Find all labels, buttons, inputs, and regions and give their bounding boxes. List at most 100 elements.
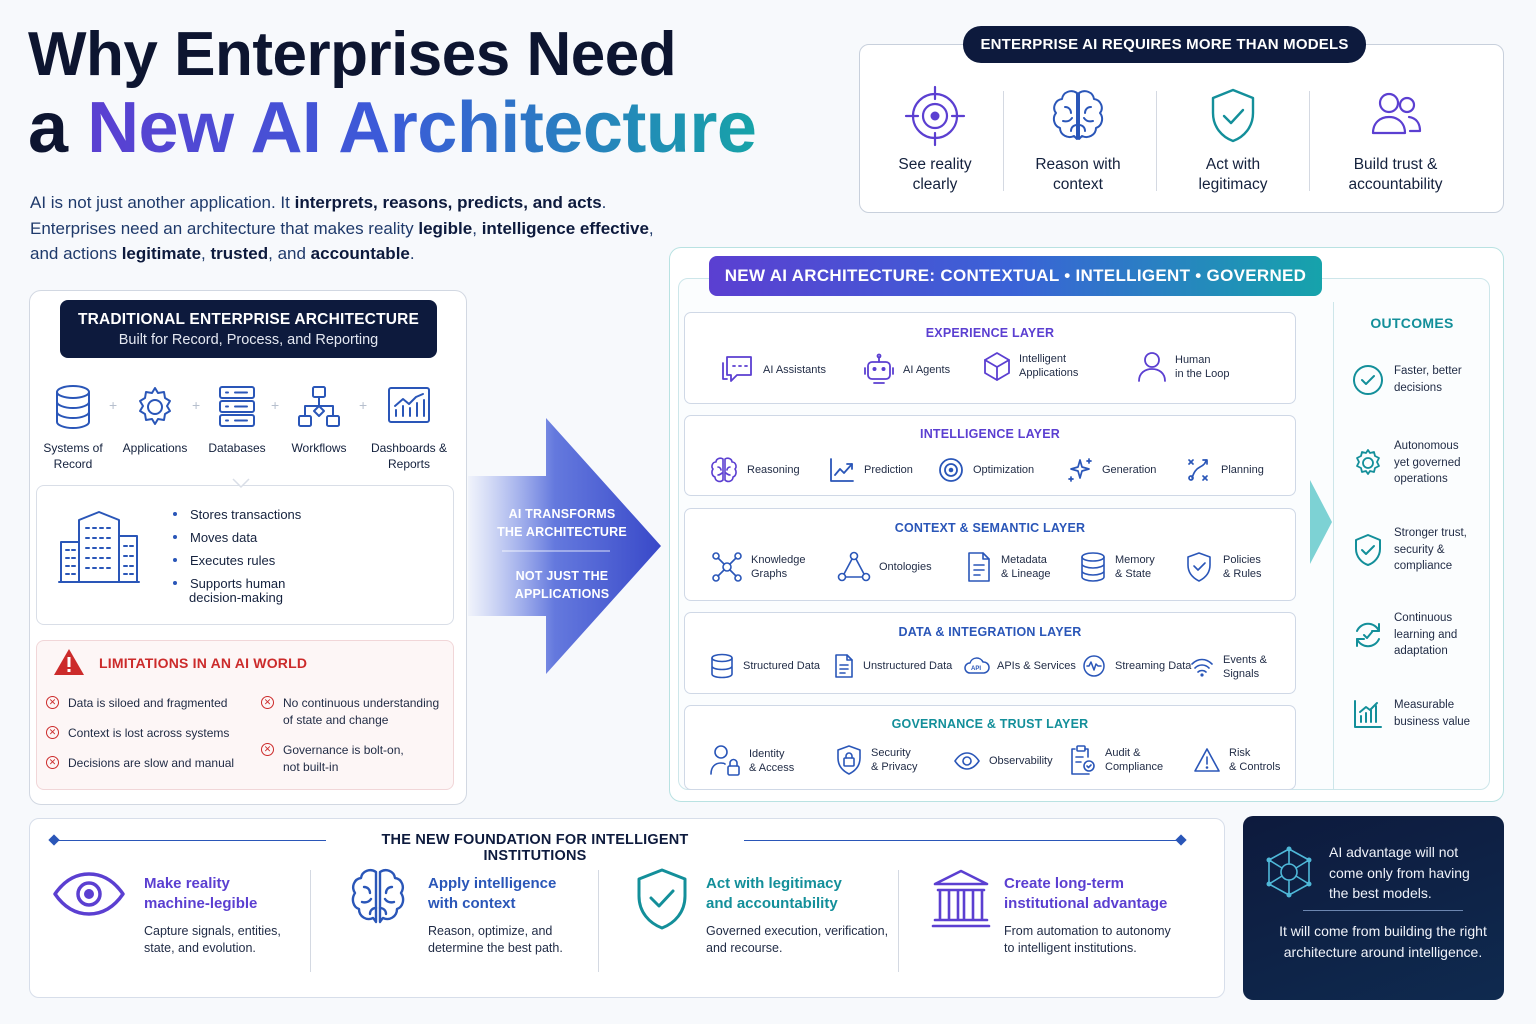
dashboard-chart-icon	[388, 387, 430, 423]
requires-item-reason: Reason with context	[1018, 85, 1138, 195]
users-icon	[1371, 92, 1421, 135]
trad-item-dashboards: Dashboards &Reports	[368, 384, 450, 472]
trust-shield-icon	[1355, 533, 1381, 566]
workflow-icon	[298, 386, 340, 427]
target-icon	[904, 85, 966, 147]
brain-icon	[711, 457, 737, 483]
trad-item-applications: Applications	[118, 384, 192, 456]
building-icon	[58, 511, 140, 583]
requires-item-see: See reality clearly	[880, 85, 990, 195]
list-item: Executes rules	[172, 549, 301, 572]
architecture-heading: NEW AI ARCHITECTURE: CONTEXTUAL • INTELL…	[709, 256, 1322, 296]
layer-item: Events & Signals	[1189, 653, 1295, 681]
page-title: Why Enterprises Need a New AI Architectu…	[28, 20, 828, 169]
institution-icon	[931, 869, 991, 928]
intelligence-layer: INTELLIGENCE LAYER Reasoning Prediction …	[684, 415, 1296, 496]
traditional-capabilities: Stores transactions Moves data Executes …	[36, 478, 454, 625]
data-layer: DATA & INTEGRATION LAYER Structured Data…	[684, 612, 1296, 694]
layer-item: Security& Privacy	[835, 744, 917, 776]
layer-item: AI Agents	[863, 353, 950, 387]
requires-item-trust: Build trust & accountability	[1328, 85, 1463, 195]
closing-quote-2: It will come from building the right arc…	[1279, 923, 1487, 960]
value-chart-icon	[1354, 699, 1382, 728]
requires-heading: ENTERPRISE AI REQUIRES MORE THAN MODELS	[963, 26, 1366, 63]
shield-check-icon	[637, 868, 687, 930]
layer-item: Unstructured Data	[833, 653, 952, 679]
layer-item: Streaming Data	[1081, 653, 1191, 679]
outcomes-heading: OUTCOMES	[1370, 315, 1454, 331]
layer-item: Optimization	[937, 456, 1034, 484]
robot-icon	[864, 353, 894, 384]
gear-icon	[139, 387, 171, 425]
chat-icon	[722, 356, 752, 382]
layer-item: Planning	[1185, 456, 1264, 484]
layer-item: Observability	[953, 751, 1053, 771]
optimization-target-icon	[939, 458, 963, 482]
layer-item: Generation	[1066, 456, 1156, 484]
check-circle-icon	[1353, 364, 1383, 395]
limitations-title: LIMITATIONS IN AN AI WORLD	[99, 655, 308, 671]
limitations-card	[36, 640, 454, 790]
layer-item: Reasoning	[709, 456, 800, 484]
identity-lock-icon	[710, 745, 740, 776]
layer-item: Audit &Compliance	[1069, 744, 1163, 776]
server-icon	[219, 386, 255, 427]
network-hexagon-icon	[1266, 846, 1312, 898]
risk-warning-icon	[1194, 748, 1220, 772]
outcome-item: Stronger trust,security &compliance	[1352, 525, 1467, 575]
requires-item-act: Act with legitimacy	[1173, 85, 1293, 195]
outcomes-panel	[1333, 302, 1491, 790]
foundation-card	[29, 818, 1225, 998]
governance-layer: GOVERNANCE & TRUST LAYER Identity& Acces…	[684, 705, 1296, 790]
ontology-icon	[837, 551, 871, 582]
layer-item: Metadata& Lineage	[965, 551, 1051, 583]
wifi-signal-icon	[1191, 658, 1213, 677]
layer-item: API APIs & Services	[963, 653, 1076, 679]
sparkle-icon	[1068, 458, 1092, 482]
memory-database-icon	[1081, 552, 1105, 582]
layer-item: Policies& Rules	[1185, 551, 1262, 583]
api-cloud-icon: API	[964, 657, 990, 674]
svg-text:API: API	[971, 666, 981, 672]
database-icon	[56, 385, 90, 429]
streaming-icon	[1083, 655, 1105, 677]
limitation-item: ✕Data is siloed and fragmented	[46, 695, 227, 712]
requires-card: See reality clearly Reason with context …	[859, 44, 1504, 213]
title-line-1: Why Enterprises Need	[28, 20, 677, 89]
warning-icon	[54, 649, 84, 675]
cube-icon	[984, 352, 1010, 381]
trad-item-databases: Databases	[202, 384, 272, 456]
list-item: Stores transactions	[172, 503, 301, 526]
limitation-item: ✕Decisions are slow and manual	[46, 755, 234, 772]
metadata-document-icon	[968, 552, 990, 582]
layer-item: Ontologies	[837, 551, 932, 583]
brain-icon	[1052, 90, 1104, 140]
closing-card: AI advantage will not come only from hav…	[1243, 816, 1504, 1000]
outcomes-chevron	[1310, 480, 1332, 564]
limitation-item: ✕Context is lost across systems	[46, 725, 229, 742]
list-item: Moves data	[172, 526, 301, 549]
planning-icon	[1188, 459, 1208, 481]
closing-quote-1: AI advantage will not come only from hav…	[1329, 844, 1470, 901]
layer-item: Identity& Access	[709, 744, 794, 778]
shield-check-icon	[1211, 88, 1255, 143]
title-line-2: a New AI Architecture	[28, 88, 828, 168]
security-shield-icon	[837, 745, 861, 775]
policy-shield-icon	[1187, 552, 1211, 582]
layer-item: AI Assistants	[719, 353, 826, 387]
eye-icon	[954, 752, 980, 770]
traditional-heading: TRADITIONAL ENTERPRISE ARCHITECTURE Buil…	[60, 300, 437, 358]
title-highlight: New AI Architecture	[87, 88, 757, 168]
trad-item-workflows: Workflows	[283, 384, 355, 456]
